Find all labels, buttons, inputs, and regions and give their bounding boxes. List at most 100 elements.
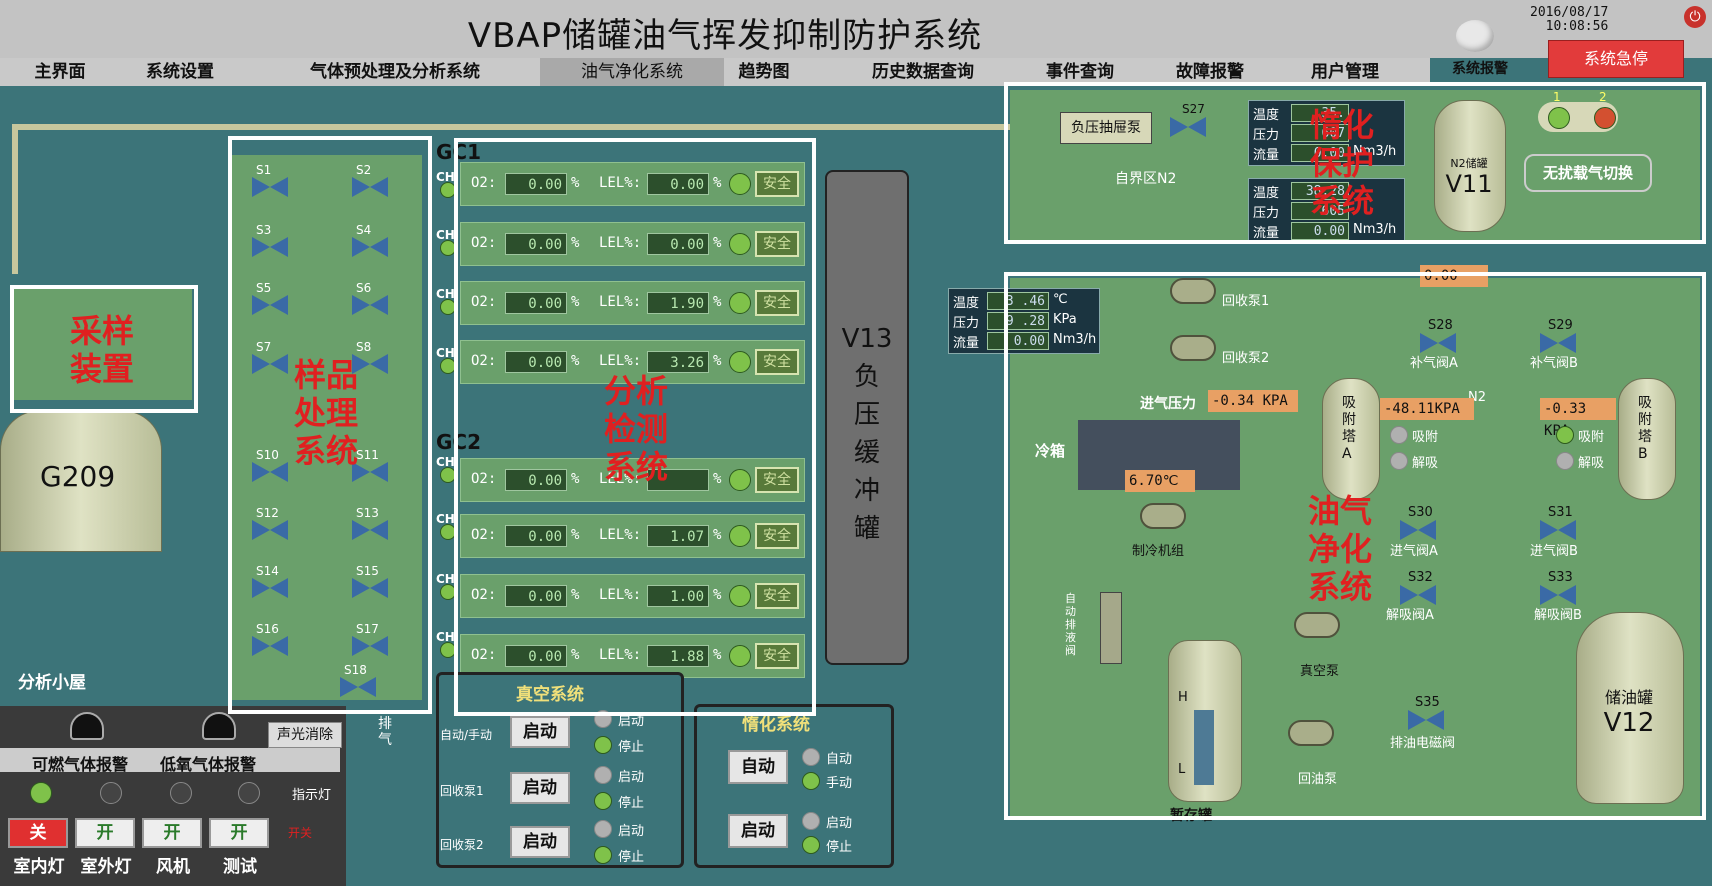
valve-s29-icon[interactable]: [1540, 333, 1576, 353]
status-lamp: [729, 233, 751, 255]
valve-label-s3: S3: [256, 223, 272, 237]
valve-s10-icon[interactable]: [252, 462, 288, 482]
valve-s16-icon[interactable]: [252, 636, 288, 656]
tank-v12-sublabel: 储油罐: [1604, 688, 1653, 707]
valve-s17-icon[interactable]: [352, 636, 388, 656]
valve-s7-icon[interactable]: [252, 354, 288, 374]
valve-s3-icon[interactable]: [252, 237, 288, 257]
tab-gas-pretreatment[interactable]: 气体预处理及分析系统: [310, 62, 480, 82]
indicator-lamp-4: [238, 782, 260, 804]
return-pump-icon[interactable]: [1288, 720, 1334, 746]
tab-trend[interactable]: 趋势图: [738, 62, 790, 82]
flow-label: 流量: [1253, 226, 1280, 241]
valve-s30-icon[interactable]: [1400, 520, 1436, 540]
low-o2-alarm-icon: [202, 712, 236, 740]
tab-history[interactable]: 历史数据查询: [872, 62, 974, 82]
channel-label: CH: [436, 287, 455, 301]
header-bar: [0, 0, 1712, 58]
alarm-label: 系统报警: [1452, 61, 1508, 77]
inert-system-title: 惰化系统: [742, 715, 810, 735]
valve-s1-icon[interactable]: [252, 177, 288, 197]
valve-s4-icon[interactable]: [352, 237, 388, 257]
valve-label-s7: S7: [256, 340, 272, 354]
valve-label-s6: S6: [356, 281, 372, 295]
valve-s6-icon[interactable]: [352, 295, 388, 315]
tank-v11: [1434, 100, 1506, 232]
status-badge: 安全: [755, 171, 799, 197]
flow-label: 流量: [1253, 148, 1280, 163]
toggle-button-1[interactable]: 开: [75, 818, 135, 848]
tank-v12: [1576, 612, 1684, 804]
tank-g209: [0, 410, 162, 552]
status-badge: 安全: [755, 643, 799, 669]
temp-unit: ℃: [1053, 292, 1068, 307]
valve-s14-icon[interactable]: [252, 578, 288, 598]
vacuum-start-button[interactable]: 启动: [510, 772, 570, 804]
chiller-icon[interactable]: [1140, 503, 1186, 529]
recycle-pump-1-icon[interactable]: [1170, 278, 1216, 304]
vacuum-row-label: 自动/手动: [440, 728, 493, 742]
valve-s2-icon[interactable]: [352, 177, 388, 197]
tab-users[interactable]: 用户管理: [1311, 62, 1379, 82]
tower-b: [1618, 378, 1676, 500]
status-badge: 安全: [755, 583, 799, 609]
tower-a-adsorb: 吸附: [1412, 430, 1439, 445]
o2-value: 0.00: [505, 173, 567, 195]
silence-button[interactable]: 声光消除: [268, 722, 342, 748]
o2-unit: %: [571, 647, 580, 663]
vacuum-pump-icon[interactable]: [1294, 612, 1340, 638]
press-unit: KPa: [1053, 312, 1077, 327]
tab-faults[interactable]: 故障报警: [1176, 62, 1244, 82]
emergency-stop-button[interactable]: 系统急停: [1548, 40, 1684, 78]
valve-s29-label: S29: [1548, 318, 1573, 333]
filter-icon: [1100, 592, 1122, 664]
mode-lamp-1: [802, 812, 820, 830]
toggle-button-2[interactable]: 开: [142, 818, 202, 848]
valve-s5-icon[interactable]: [252, 295, 288, 315]
indicator-label: 指示灯: [292, 788, 332, 803]
valve-s15-icon[interactable]: [352, 578, 388, 598]
highlight-inert: [1004, 82, 1706, 244]
o2-unit: %: [571, 527, 580, 543]
stop-lamp: [594, 736, 612, 754]
lamp-1-label: 1: [1553, 90, 1561, 104]
inert-start-button[interactable]: 启动: [728, 814, 788, 848]
tab-events[interactable]: 事件查询: [1046, 62, 1114, 82]
recycle-pump-2-icon[interactable]: [1170, 335, 1216, 361]
stop-state-label: 停止: [618, 796, 645, 811]
tab-settings[interactable]: 系统设置: [146, 62, 214, 82]
start-state-label: 启动: [618, 824, 645, 839]
vacuum-drawer-pump[interactable]: 负压抽屉泵: [1060, 112, 1152, 144]
lel-label: LEL%:: [599, 471, 642, 487]
toggle-button-0[interactable]: 关: [8, 818, 68, 848]
bumpless-carrier-switch-button[interactable]: 无扰载气切换: [1524, 154, 1652, 192]
tab-main[interactable]: 主界面: [34, 62, 86, 82]
stop-state-label: 停止: [618, 740, 645, 755]
power-icon[interactable]: ⏻: [1684, 6, 1706, 28]
analysis-row: O2:0.00%LEL%:1.07%安全: [460, 514, 805, 558]
analysis-row: O2:0.00%LEL%:0.00%安全: [460, 222, 805, 266]
hut-title: 分析小屋: [18, 673, 86, 693]
valve-s32-icon[interactable]: [1400, 585, 1436, 605]
valve-s11-icon[interactable]: [352, 462, 388, 482]
valve-s28-icon[interactable]: [1420, 333, 1456, 353]
inert-auto-button[interactable]: 自动: [728, 750, 788, 784]
o2-label: O2:: [471, 353, 497, 369]
valve-s13-icon[interactable]: [352, 520, 388, 540]
valve-s8-icon[interactable]: [352, 354, 388, 374]
valve-s35-icon[interactable]: [1408, 710, 1444, 730]
flow-value: 0.00: [1291, 144, 1349, 162]
level-l: L: [1178, 762, 1186, 777]
tab-purification[interactable]: 油气净化系统: [540, 58, 724, 86]
valve-s27-icon[interactable]: [1170, 117, 1206, 137]
toggle-button-3[interactable]: 开: [209, 818, 269, 848]
o2-value: 0.00: [505, 351, 567, 373]
valve-s18-icon[interactable]: [340, 677, 376, 697]
valve-s33-icon[interactable]: [1540, 585, 1576, 605]
vacuum-start-button[interactable]: 启动: [510, 826, 570, 858]
valve-s12-icon[interactable]: [252, 520, 288, 540]
flow-unit: Nm3/h: [1053, 332, 1097, 347]
vacuum-row-label: 回收泵1: [440, 784, 484, 798]
vacuum-start-button[interactable]: 启动: [510, 716, 570, 748]
valve-s31-icon[interactable]: [1540, 520, 1576, 540]
